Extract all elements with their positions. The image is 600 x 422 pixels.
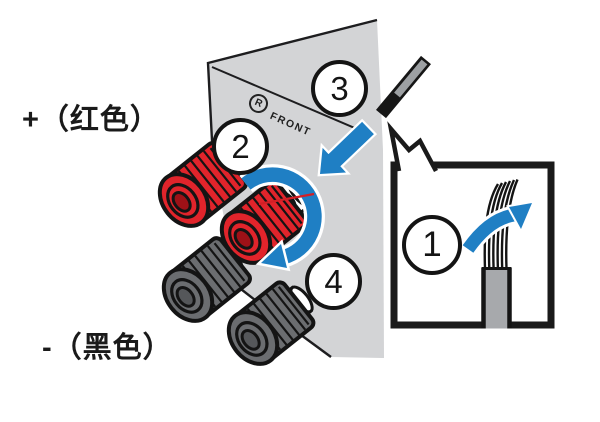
step-3-marker: 3 bbox=[311, 60, 368, 117]
binding-post-red-2 bbox=[219, 179, 309, 265]
speaker-wire bbox=[376, 55, 431, 119]
step-4-number: 4 bbox=[324, 262, 343, 300]
panel-crease-line bbox=[211, 66, 365, 133]
step-2-marker: 2 bbox=[212, 118, 269, 175]
panel-top-edge bbox=[206, 18, 378, 161]
red-marking-line bbox=[258, 192, 315, 206]
binding-posts bbox=[157, 141, 316, 366]
step-3-number: 3 bbox=[330, 69, 349, 107]
positive-terminal-label: +（红色） bbox=[22, 104, 160, 136]
rotate-arrowhead bbox=[255, 239, 291, 272]
step-1-marker: 1 bbox=[402, 215, 462, 275]
callout-tail bbox=[387, 121, 438, 173]
step-4-marker: 4 bbox=[305, 253, 362, 310]
step-2-number: 2 bbox=[231, 127, 250, 165]
rotate-arrow bbox=[239, 164, 325, 272]
insert-arrow bbox=[317, 118, 378, 177]
step-1-number: 1 bbox=[422, 225, 442, 264]
binding-post-black-2 bbox=[226, 280, 316, 366]
twist-arrow bbox=[460, 200, 536, 255]
wire-insulation bbox=[481, 267, 512, 329]
negative-terminal-label: -（黑色） bbox=[42, 332, 173, 364]
twist-arrowhead bbox=[505, 200, 536, 234]
